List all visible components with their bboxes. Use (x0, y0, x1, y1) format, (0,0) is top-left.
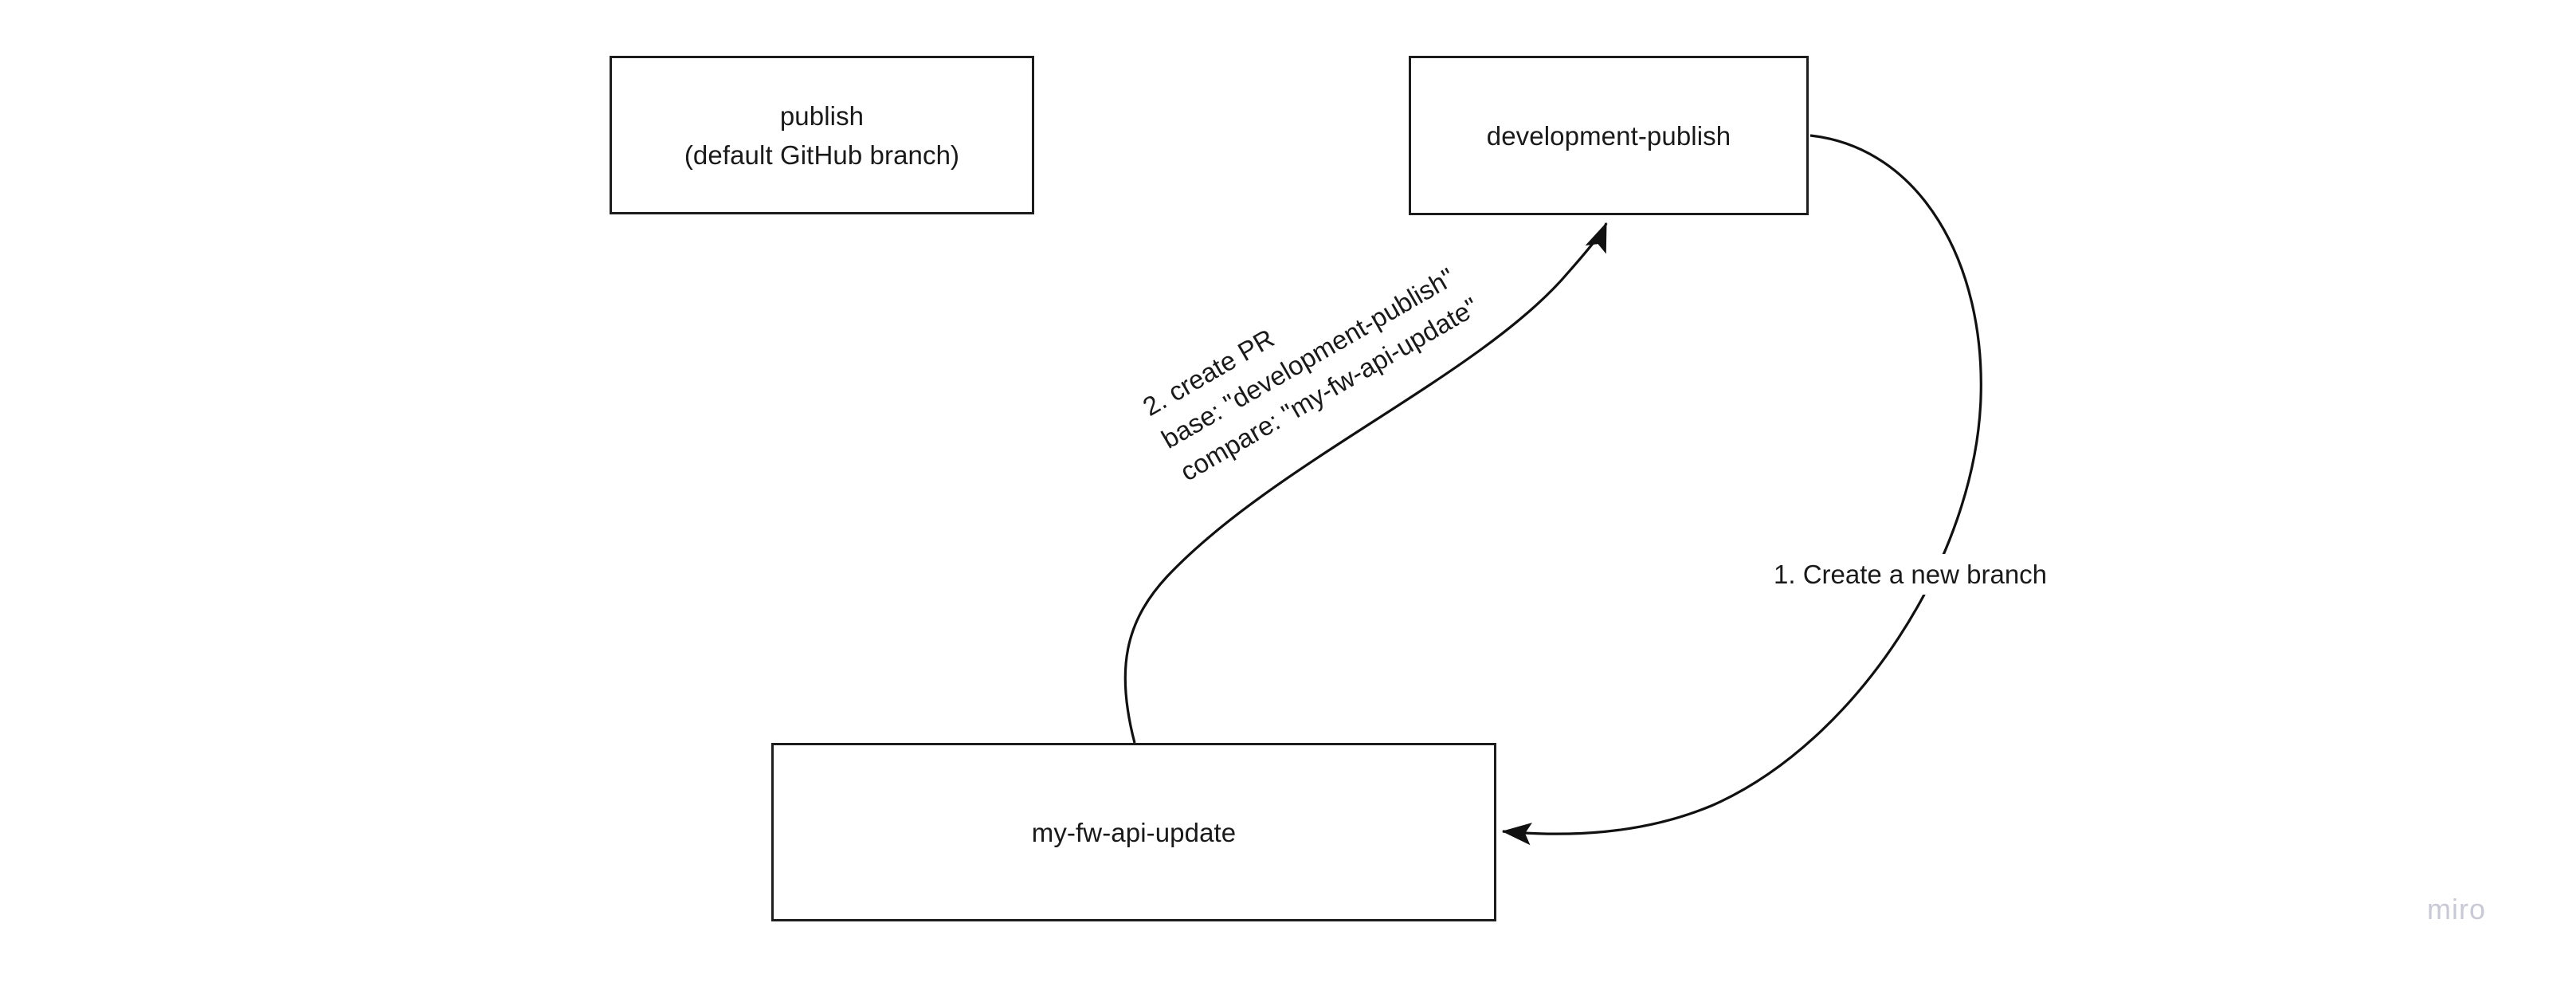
node-my-fw-api-update[interactable]: my-fw-api-update (771, 743, 1496, 921)
node-my-fw-api-update-label: my-fw-api-update (1031, 817, 1237, 847)
miro-watermark: miro (2427, 893, 2486, 925)
node-development-publish[interactable]: development-publish (1409, 56, 1809, 215)
edge-label-create-branch[interactable]: 1. Create a new branch (1766, 554, 2056, 595)
node-publish[interactable]: publish (default GitHub branch) (610, 56, 1034, 214)
edge-create-branch-path (1501, 134, 1982, 846)
edge-label-create-pr[interactable]: 2. create PR base: "development-publish"… (1129, 218, 1492, 496)
node-publish-label: publish (default GitHub branch) (684, 100, 960, 170)
node-development-publish-label: development-publish (1486, 120, 1731, 151)
